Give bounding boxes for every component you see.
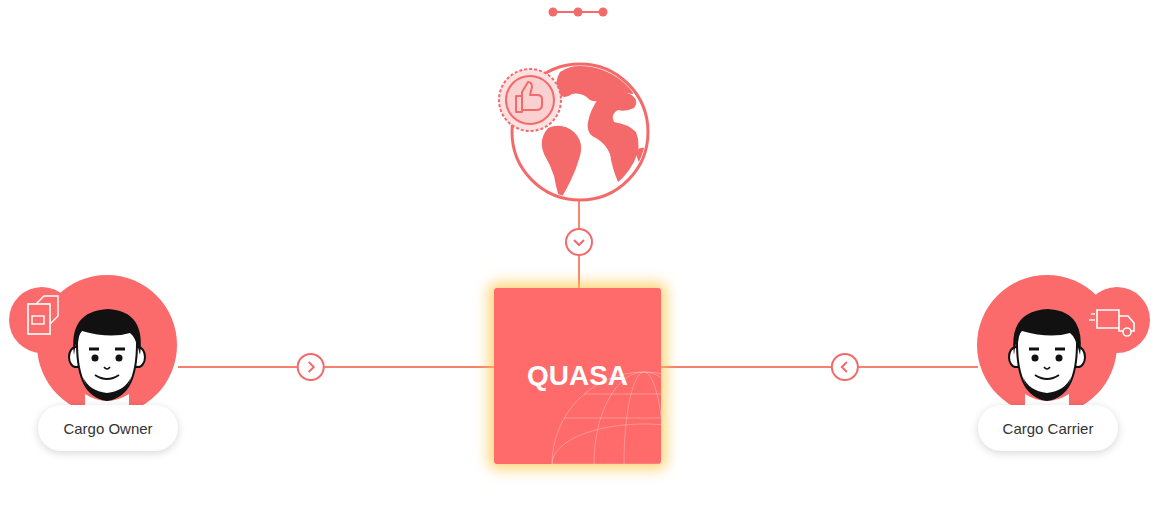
step-dots xyxy=(549,8,608,17)
connector-line xyxy=(178,366,494,368)
arrow-chevron xyxy=(298,354,324,380)
role-label: Cargo Owner xyxy=(38,405,178,451)
person-avatar xyxy=(938,276,1158,426)
platform-name: QUASA xyxy=(527,360,628,392)
globe-icon xyxy=(499,64,656,200)
globe-connector xyxy=(566,201,592,288)
person-avatar xyxy=(0,276,218,426)
connector-line xyxy=(661,366,978,368)
person-node: Cargo Owner xyxy=(38,276,178,451)
arrow-chevron xyxy=(832,354,858,380)
person-node: Cargo Carrier xyxy=(978,276,1118,451)
role-label: Cargo Carrier xyxy=(978,405,1118,451)
platform-box: QUASA xyxy=(494,288,661,464)
flow-connector xyxy=(178,354,494,380)
flow-connector xyxy=(661,354,978,380)
